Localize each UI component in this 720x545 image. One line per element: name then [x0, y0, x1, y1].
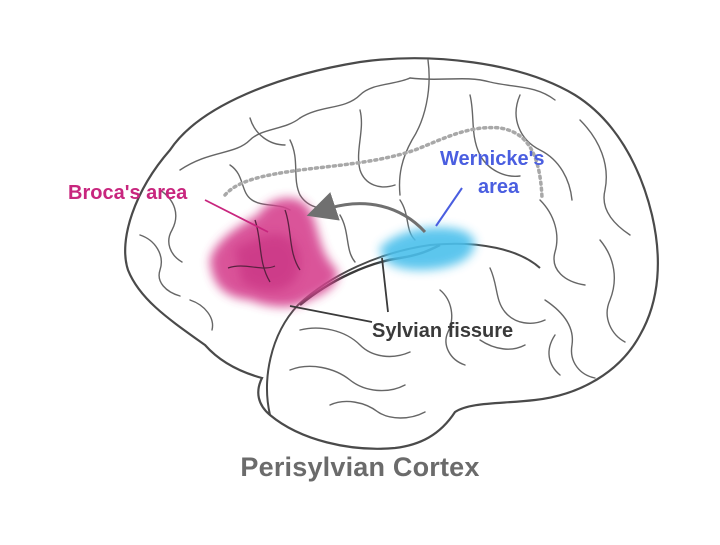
sylvian-leader-line-b [381, 257, 389, 313]
diagram-caption: Perisylvian Cortex [240, 452, 480, 482]
broca-leader-line [204, 199, 269, 233]
connection-arrow [306, 192, 427, 234]
wernicke-area-region [380, 227, 475, 270]
wernicke-leader-line [435, 187, 463, 227]
broca-area-label: Broca's area [68, 182, 188, 204]
broca-area-region [210, 198, 338, 307]
wernicke-area-label-line2: area [478, 176, 520, 198]
dotted-connection-path [223, 125, 544, 200]
wernicke-area-label-line1: Wernicke's [440, 148, 544, 170]
sylvian-leader-line-a [289, 305, 373, 323]
sylvian-fissure-label: Sylvian fissure [372, 320, 513, 342]
temporal-lobe-edge [266, 242, 541, 416]
